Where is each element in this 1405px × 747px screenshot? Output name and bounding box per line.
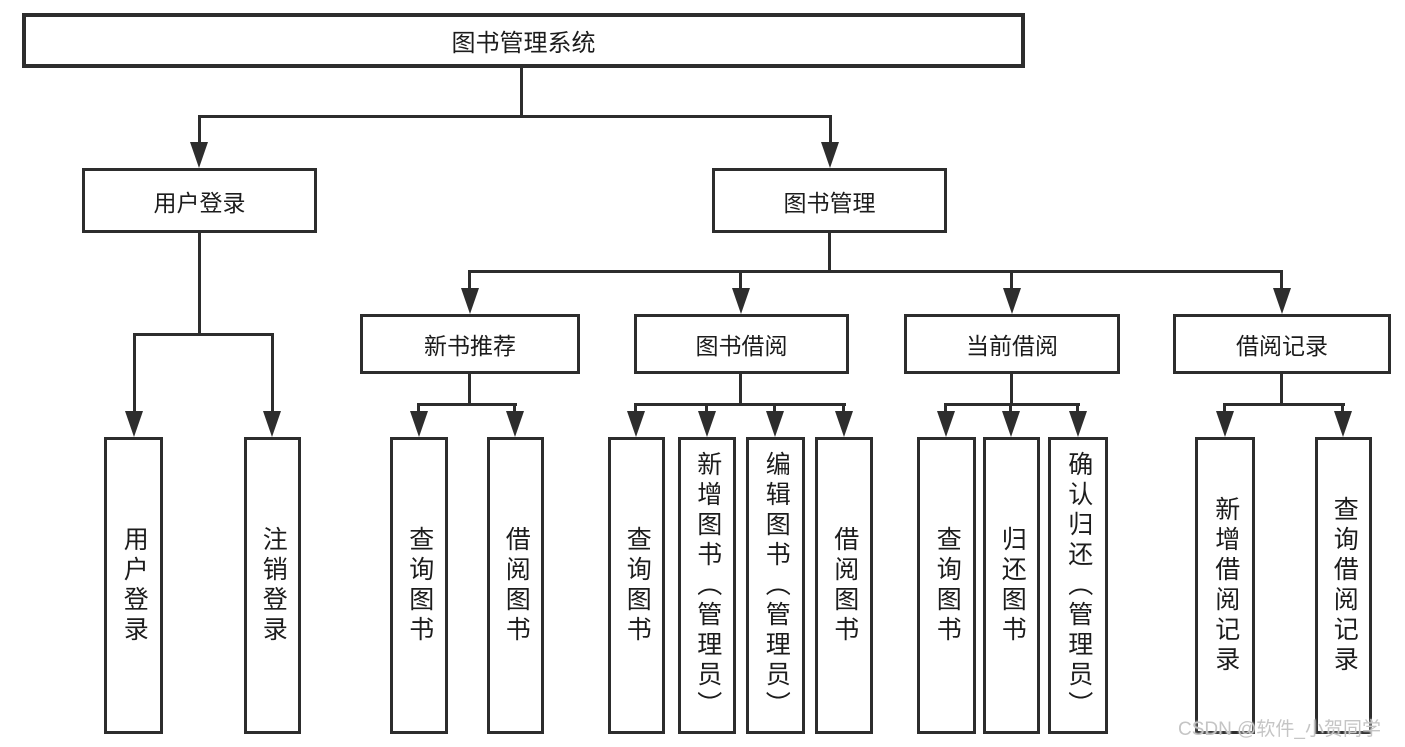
leaf-label: 查询借阅记录 — [1330, 495, 1359, 676]
leaf-return-books: 归还图书 — [983, 437, 1040, 734]
arrowhead-down-icon — [1003, 288, 1021, 314]
leaf-add-books-admin: 新增图书（管理员） — [678, 437, 736, 734]
node-current-borrowing: 当前借阅 — [904, 314, 1120, 374]
node-new-book-recommendation: 新书推荐 — [360, 314, 580, 374]
connector-branch — [418, 403, 517, 406]
arrowhead-down-icon — [1273, 288, 1291, 314]
connector-stem — [842, 403, 845, 413]
leaf-edit-books-admin: 编辑图书（管理员） — [746, 437, 805, 734]
arrowhead-down-icon — [732, 288, 750, 314]
connector-stem — [739, 372, 742, 406]
leaf-label: 编辑图书（管理员） — [762, 450, 791, 721]
arrowhead-down-icon — [506, 411, 524, 437]
leaf-label: 借阅图书 — [502, 525, 531, 646]
node-book-management: 图书管理 — [712, 168, 947, 233]
leaf-label: 借阅图书 — [830, 525, 859, 646]
leaf-label: 新增图书（管理员） — [693, 450, 722, 721]
connector-stem — [1341, 403, 1344, 413]
connector-stem — [1280, 270, 1283, 290]
csdn-watermark: CSDN @软件_小贺同学 — [1178, 719, 1381, 740]
connector-stem — [705, 403, 708, 413]
connector-stem — [1280, 372, 1283, 406]
leaf-query-books-1: 查询图书 — [390, 437, 448, 734]
arrowhead-down-icon — [835, 411, 853, 437]
connector-stem — [1223, 403, 1226, 413]
arrowhead-down-icon — [263, 411, 281, 437]
connector-stem — [829, 115, 832, 144]
arrowhead-down-icon — [627, 411, 645, 437]
connector-stem — [198, 231, 201, 336]
arrowhead-down-icon — [766, 411, 784, 437]
leaf-query-books-2: 查询图书 — [608, 437, 665, 734]
connector-stem — [271, 333, 274, 413]
connector-stem — [198, 115, 201, 144]
node-library-management-system: 图书管理系统 — [22, 13, 1025, 68]
connector-stem — [828, 231, 831, 272]
leaf-label: 查询图书 — [623, 525, 652, 646]
node-borrowing-records: 借阅记录 — [1173, 314, 1391, 374]
leaf-logout: 注销登录 — [244, 437, 301, 734]
arrowhead-down-icon — [821, 142, 839, 168]
arrowhead-down-icon — [1069, 411, 1087, 437]
connector-stem — [944, 403, 947, 413]
connector-root-stem — [520, 66, 523, 117]
leaf-add-borrow-record: 新增借阅记录 — [1195, 437, 1255, 734]
connector-branch — [635, 403, 846, 406]
arrowhead-down-icon — [125, 411, 143, 437]
connector-stem — [1009, 403, 1012, 413]
arrowhead-down-icon — [461, 288, 479, 314]
leaf-label: 归还图书 — [998, 525, 1027, 646]
node-book-borrowing: 图书借阅 — [634, 314, 849, 374]
arrowhead-down-icon — [937, 411, 955, 437]
connector-stem — [739, 270, 742, 290]
connector-stem — [1010, 270, 1013, 290]
connector-stem — [1010, 372, 1013, 406]
connector-stem — [417, 403, 420, 413]
arrowhead-down-icon — [698, 411, 716, 437]
leaf-confirm-return-admin: 确认归还（管理员） — [1048, 437, 1108, 734]
connector-branch — [945, 403, 1080, 406]
node-user-login: 用户登录 — [82, 168, 317, 233]
connector-branch — [469, 270, 1283, 273]
connector-branch — [133, 333, 274, 336]
leaf-label: 注销登录 — [259, 525, 288, 646]
leaf-label: 查询图书 — [933, 525, 962, 646]
connector-stem — [1076, 403, 1079, 413]
leaf-user-login: 用户登录 — [104, 437, 163, 734]
leaf-borrow-books-2: 借阅图书 — [815, 437, 873, 734]
leaf-label: 查询图书 — [405, 525, 434, 646]
connector-stem — [468, 372, 471, 406]
arrowhead-down-icon — [190, 142, 208, 168]
connector-stem — [468, 270, 471, 290]
connector-stem — [634, 403, 637, 413]
arrowhead-down-icon — [410, 411, 428, 437]
leaf-label: 新增借阅记录 — [1211, 495, 1240, 676]
leaf-query-borrow-record: 查询借阅记录 — [1315, 437, 1372, 734]
connector-stem — [773, 403, 776, 413]
arrowhead-down-icon — [1002, 411, 1020, 437]
leaf-borrow-books-1: 借阅图书 — [487, 437, 544, 734]
arrowhead-down-icon — [1216, 411, 1234, 437]
connector-stem — [513, 403, 516, 413]
arrowhead-down-icon — [1334, 411, 1352, 437]
connector-stem — [133, 333, 136, 413]
leaf-label: 用户登录 — [120, 525, 149, 646]
connector-root-branch — [198, 115, 832, 118]
connector-branch — [1224, 403, 1345, 406]
leaf-query-books-3: 查询图书 — [917, 437, 976, 734]
leaf-label: 确认归还（管理员） — [1064, 450, 1093, 721]
